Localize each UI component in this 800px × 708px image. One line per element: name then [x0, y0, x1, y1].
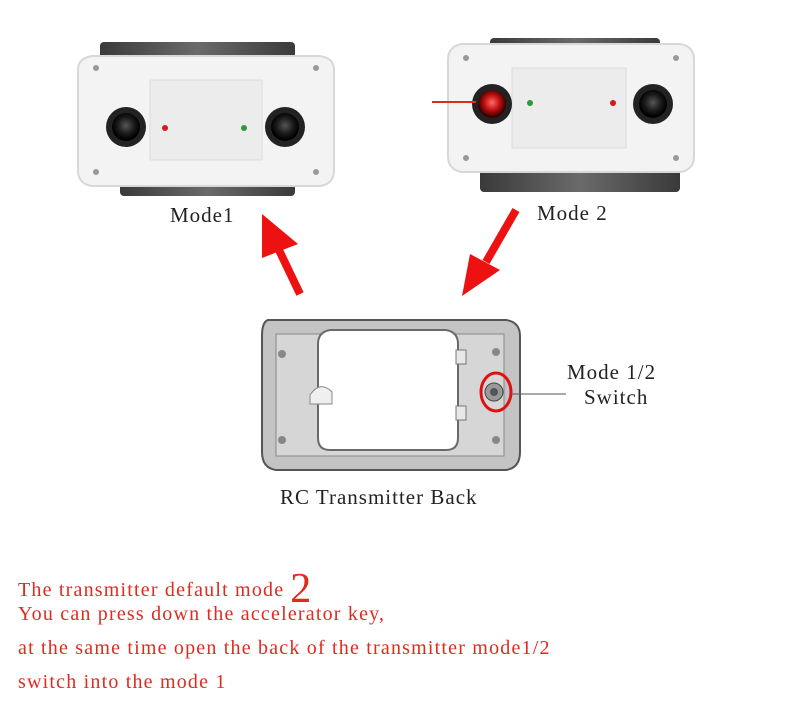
instruction-line-2: You can press down the accelerator key, [18, 603, 386, 625]
transmitter-back-caption: RC Transmitter Back [280, 485, 478, 509]
switch-highlight-circle [479, 371, 513, 413]
default-mode-number: 2 [290, 566, 313, 612]
mode1-label: Mode1 [170, 203, 235, 227]
instruction-line-4: switch into the mode 1 [18, 671, 227, 693]
arrow-to-mode2 [462, 208, 520, 296]
mode2-label: Mode 2 [537, 201, 608, 225]
instruction-line-3: at the same time open the back of the tr… [18, 637, 551, 659]
transmitter-back-image [261, 319, 566, 471]
instruction-line-1-text: The transmitter default mode [18, 579, 285, 601]
switch-label-line1: Mode 1/2 [567, 360, 657, 384]
switch-label-line2: Switch [584, 385, 649, 409]
arrow-to-mode1 [262, 214, 304, 296]
